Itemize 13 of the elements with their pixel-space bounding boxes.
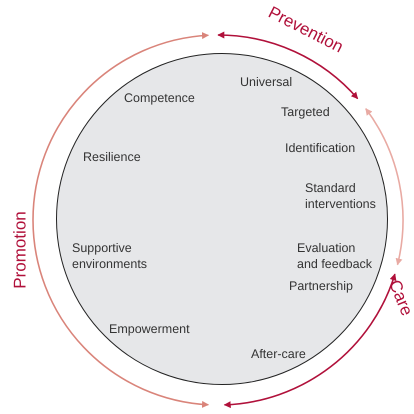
- topic-text: After-care: [251, 346, 306, 362]
- topic-text: Empowerment: [109, 321, 190, 338]
- arc-label: Promotion: [10, 211, 30, 289]
- topic-text: Supportive environments: [72, 240, 148, 272]
- topic-text: Resilience: [83, 149, 141, 166]
- topic-text: Identification: [285, 140, 356, 156]
- topic-text: Competence: [124, 90, 195, 106]
- topic-text: Evaluation and feedback: [297, 240, 374, 272]
- topic-text: Targeted: [281, 104, 330, 120]
- topic-text: Universal: [240, 74, 292, 90]
- arc-label: Care: [384, 277, 414, 319]
- topic-text: Partnership: [289, 278, 353, 294]
- topic-text: Standard interventions: [305, 180, 377, 212]
